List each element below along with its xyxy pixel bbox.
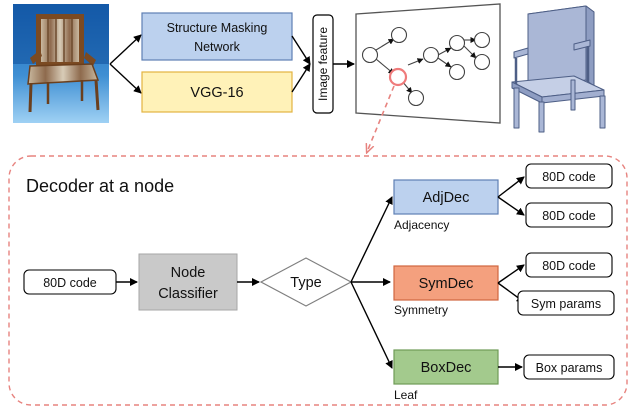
tree-node xyxy=(448,34,466,52)
tree-node xyxy=(361,46,379,64)
leaf-caption: Leaf xyxy=(394,388,418,402)
tree-node xyxy=(473,31,491,49)
adj-output-1-label: 80D code xyxy=(542,170,596,184)
sym-output-code: 80D code xyxy=(525,252,613,278)
tree-node xyxy=(422,46,440,64)
adjacency-caption: Adjacency xyxy=(394,218,449,232)
classifier-line2: Classifier xyxy=(158,286,218,302)
tree-node xyxy=(390,26,408,44)
decoder-panel xyxy=(8,155,628,406)
adjdec-box: AdjDec xyxy=(393,179,499,215)
input-code-label: 80D code xyxy=(43,276,97,290)
type-label: Type xyxy=(290,275,321,291)
output-chair-model xyxy=(511,5,606,133)
symdec-box: SymDec xyxy=(393,265,499,301)
zoom-connector xyxy=(367,85,395,152)
tree-node xyxy=(473,53,491,71)
boxdec-label: BoxDec xyxy=(421,360,472,376)
vgg16-box: VGG-16 xyxy=(141,71,293,113)
symdec-label: SymDec xyxy=(419,276,474,292)
sym-output-1-label: 80D code xyxy=(542,259,596,273)
image-feature-label: Image feature xyxy=(316,27,330,101)
image-feature-box: Image feature xyxy=(312,14,334,114)
structure-box-line2: Network xyxy=(194,40,241,54)
structure-tree-panel xyxy=(355,3,501,124)
vgg16-label: VGG-16 xyxy=(190,85,243,101)
type-decision: Type xyxy=(259,257,353,307)
symmetry-caption: Symmetry xyxy=(394,303,448,317)
highlighted-tree-node xyxy=(388,67,408,87)
box-output-label: Box params xyxy=(536,361,603,375)
sym-output-2-label: Sym params xyxy=(531,297,601,311)
classifier-line1: Node xyxy=(171,265,206,281)
input-code-box: 80D code xyxy=(23,269,117,295)
adj-output-2-label: 80D code xyxy=(542,209,596,223)
sym-params-box: Sym params xyxy=(517,290,615,316)
node-classifier-box: Node Classifier xyxy=(138,253,238,311)
input-chair-photo xyxy=(13,4,109,123)
structure-box-line1: Structure Masking xyxy=(167,21,268,35)
tree-node xyxy=(448,63,466,81)
structure-masking-network-box: Structure Masking Network xyxy=(141,12,293,61)
decoder-title: Decoder at a node xyxy=(26,176,174,196)
boxdec-box: BoxDec xyxy=(393,349,499,385)
box-params-box: Box params xyxy=(523,354,615,380)
adj-output-code-2: 80D code xyxy=(525,202,613,228)
adjdec-label: AdjDec xyxy=(423,190,470,206)
adj-output-code-1: 80D code xyxy=(525,163,613,189)
tree-node xyxy=(407,89,425,107)
